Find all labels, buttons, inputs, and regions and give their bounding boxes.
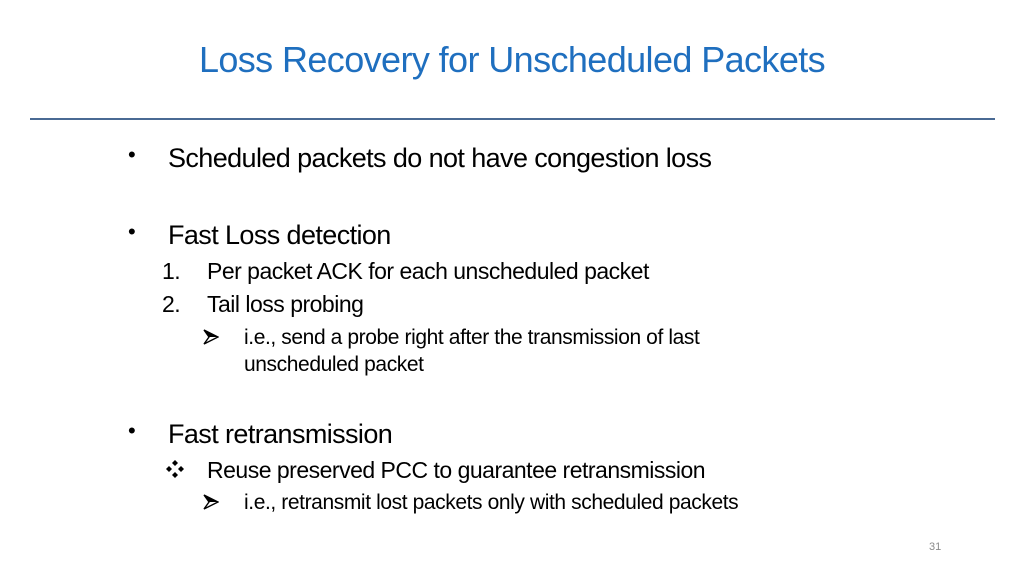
slide-number: 31: [929, 541, 942, 553]
bullet-text: Fast Loss detection: [168, 220, 391, 250]
bullet-icon: •: [128, 142, 136, 167]
bullet-icon: •: [128, 219, 136, 244]
bullet-text: Scheduled packets do not have congestion…: [168, 143, 712, 173]
list-number: 1.: [162, 258, 181, 284]
sub-sub-item-text-continuation: unscheduled packet: [244, 353, 424, 376]
arrowhead-bullet-icon: [203, 329, 220, 350]
sub-item-text: Tail loss probing: [207, 291, 364, 317]
bullet-text: Fast retransmission: [168, 419, 393, 449]
sub-item-text: Per packet ACK for each unscheduled pack…: [207, 258, 649, 284]
slide-title: Loss Recovery for Unscheduled Packets: [198, 39, 826, 80]
sub-sub-item-text: i.e., retransmit lost packets only with …: [244, 491, 739, 514]
sub-item-text: Reuse preserved PCC to guarantee retrans…: [207, 457, 706, 483]
sub-sub-item-text: i.e., send a probe right after the trans…: [244, 326, 700, 349]
bullet-icon: •: [128, 418, 136, 443]
arrowhead-bullet-icon: [203, 494, 220, 515]
list-number: 2.: [162, 291, 181, 317]
diamond-cluster-bullet-icon: [165, 459, 185, 484]
title-divider: [30, 118, 995, 120]
